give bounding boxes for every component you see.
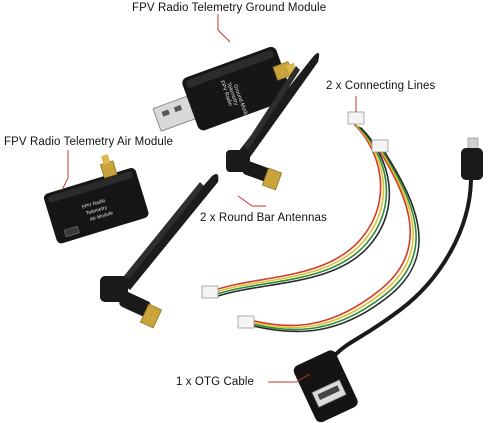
ground-module: FPV Radio Telemetry Ground Module <box>152 46 297 132</box>
otg-cable <box>293 137 483 423</box>
connector-a-bottom <box>201 285 219 299</box>
air-module: FPV Radio Telemetry Air Module <box>43 154 149 244</box>
label-connecting-lines: 2 x Connecting Lines <box>326 80 436 92</box>
label-otg-cable: 1 x OTG Cable <box>176 376 254 388</box>
antenna-upper <box>226 52 320 191</box>
connector-b-bottom <box>237 315 255 329</box>
label-antennas: 2 x Round Bar Antennas <box>200 212 327 224</box>
leader-lines <box>61 14 357 383</box>
connecting-lines <box>214 124 420 333</box>
connector-b-top <box>371 139 389 153</box>
label-ground-module: FPV Radio Telemetry Ground Module <box>132 2 327 14</box>
label-air-module: FPV Radio Telemetry Air Module <box>4 136 173 148</box>
antenna-lower <box>100 174 219 329</box>
connector-a-top <box>347 111 365 125</box>
